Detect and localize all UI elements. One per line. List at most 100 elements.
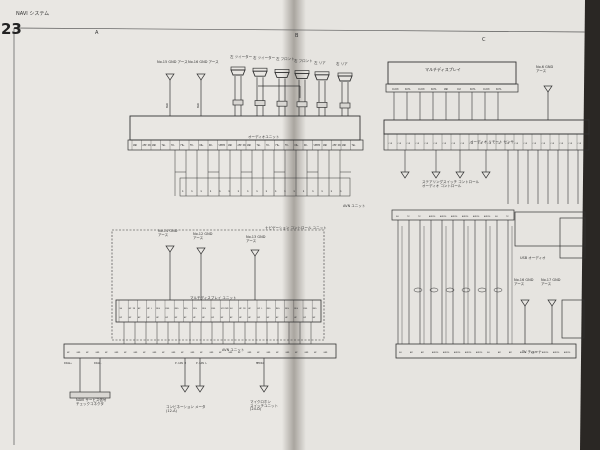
- connector-pin-label: HP: [193, 317, 196, 319]
- avn-unit-lower-label: AVN ユニット: [222, 348, 245, 352]
- connector-pin-label: CLK: [569, 143, 573, 145]
- connector-pin-label: HP: [295, 352, 298, 354]
- connector-pin-label: SH: [487, 352, 490, 354]
- connector-pin-label: G: [275, 190, 277, 193]
- twisted-pair-mark: [461, 287, 471, 293]
- ground-symbol-ul-1: [196, 73, 206, 81]
- connector-pin-label: SPEED: [219, 144, 226, 147]
- connector-pin-label: HP: [314, 352, 317, 354]
- connector-pin-label: AM: [421, 351, 424, 354]
- connector-pin-label: AUDIO: [531, 351, 538, 354]
- connector-pin-label: CLK: [488, 143, 492, 145]
- multi-display-connector: [385, 83, 519, 93]
- connector-pin-label: RES: [156, 308, 161, 310]
- connector-pin-label: G: [294, 190, 296, 193]
- connector-pin-label: HP: [120, 317, 123, 319]
- connector-pin-label: HP: [162, 352, 165, 354]
- ground-symbol-ul-0: [165, 73, 175, 81]
- lower-connector: [179, 177, 351, 197]
- avn-unit-right-label: AVN ユニット: [343, 204, 366, 208]
- speaker-label-1: 左 ツイーター: [230, 55, 253, 59]
- wire-color-label: BLK: [196, 103, 200, 108]
- signal-pin-label: CLOCK: [418, 88, 425, 91]
- ground-label-1: No.15 GND アース: [157, 60, 188, 64]
- connector-pin-label: CLK: [533, 143, 537, 145]
- connector-pin-label: G: [340, 190, 342, 193]
- connector-pin-label: HP: [105, 352, 108, 354]
- combo-meter-label: コンビネーション メータ (12-A): [166, 405, 206, 413]
- signal-pin-label: DATA: [496, 88, 502, 91]
- ground-symbol-lr-1: [547, 299, 557, 307]
- connector-block: [296, 101, 308, 108]
- connector-pin-label: GND: [152, 144, 157, 147]
- connector-pin-label: HP: [156, 317, 159, 319]
- connector-pin-label: HP: [202, 317, 205, 319]
- connector-pin-label: CLK: [461, 143, 465, 145]
- connector-pin-label: RR-: [209, 144, 213, 147]
- navigation-dashed-box: [111, 229, 325, 341]
- connector-pin-label: CLK: [497, 143, 501, 145]
- connector-pin-label: SH: [399, 352, 402, 354]
- connector-pin-label: CLK: [452, 143, 456, 145]
- ground-symbol-ur: [543, 85, 553, 93]
- connector-pin-label: G: [266, 190, 268, 193]
- connector-pin-label: G: [247, 190, 249, 193]
- connector-pin-label: GND: [305, 352, 310, 354]
- signal-pin-label: AUDIO: [440, 215, 447, 218]
- connector-pin-label: CLK: [425, 143, 429, 145]
- audio-connector-row: [127, 139, 364, 151]
- connector-pin-label: TW+: [352, 144, 357, 147]
- signal-pin-label: AUDIO: [462, 215, 469, 218]
- connector-pin-label: SPEED: [314, 144, 321, 147]
- connector-pin-label: HP: [147, 317, 150, 319]
- connector-pin-label: AM: [410, 351, 413, 354]
- connector-pin-label: GND: [286, 352, 291, 354]
- connector-pin-label: CLK: [551, 143, 555, 145]
- connector-pin-label: CLK: [560, 143, 564, 145]
- page-number: 23: [1, 20, 22, 38]
- connector-pin-label: SH: [230, 308, 233, 310]
- connector-pin-label: HP: [257, 352, 260, 354]
- lower-ground-label-3: No.13 GND アース: [246, 235, 266, 243]
- connector-pin-label: HP L: [258, 308, 264, 310]
- ground-symbol-ll-2: [250, 249, 260, 257]
- signal-pin-label: SH: [396, 216, 399, 218]
- ground-symbol-ll-1: [196, 247, 206, 255]
- connector-pin-label: HP: [248, 317, 251, 319]
- connector-pin-label: HP: [221, 317, 224, 319]
- connector-pin-label: CLK: [515, 143, 519, 145]
- connector-pin-label: CLK: [416, 143, 420, 145]
- connector-pin-label: G: [229, 190, 231, 193]
- connector-pin-label: SH: [120, 308, 123, 310]
- connector-pin-label: RES: [276, 308, 281, 310]
- usb-audio-label: USB オーディオ: [520, 256, 546, 260]
- connector-pin-label: RES: [313, 308, 318, 310]
- connector-pin-label: AUDIO: [476, 351, 483, 354]
- twisted-pair-mark: [493, 287, 503, 293]
- connector-pin-label: AUDIO: [443, 351, 450, 354]
- connector-pin-label: HP: [184, 317, 187, 319]
- audio-unit-label: オーディオユニット: [248, 135, 280, 139]
- connector-pin-label: HP IN: [129, 308, 136, 310]
- connector-pin-label: RES: [267, 308, 272, 310]
- bottom-label: P.CAN L: [196, 361, 207, 365]
- connector-pin-label: HP L: [147, 308, 153, 310]
- connector-pin-label: HP: [138, 308, 141, 310]
- connector-pin-label: HP: [276, 352, 279, 354]
- connector-pin-label: CLK: [524, 143, 528, 145]
- speaker-icon-top: [230, 66, 246, 71]
- ground-symbol-ur-lower: [455, 171, 465, 179]
- remote-sensor-connector: [383, 133, 590, 151]
- connector-pin-label: GND: [172, 352, 177, 354]
- connector-pin-label: CLK: [470, 143, 474, 145]
- connector-pin-label: FR-: [285, 144, 289, 147]
- connector-pin-label: G: [322, 190, 324, 193]
- connector-pin-label: G: [201, 190, 203, 193]
- connector-pin-label: HP: [67, 352, 70, 354]
- connector-pin-label: CLK: [578, 143, 582, 145]
- twisted-pair-mark: [477, 287, 487, 293]
- speaker-label-2: 右 ツイーター: [253, 56, 276, 60]
- connector-pin-label: GND: [134, 352, 139, 354]
- signal-pin-label: SH: [495, 216, 498, 218]
- right-component: [561, 299, 585, 339]
